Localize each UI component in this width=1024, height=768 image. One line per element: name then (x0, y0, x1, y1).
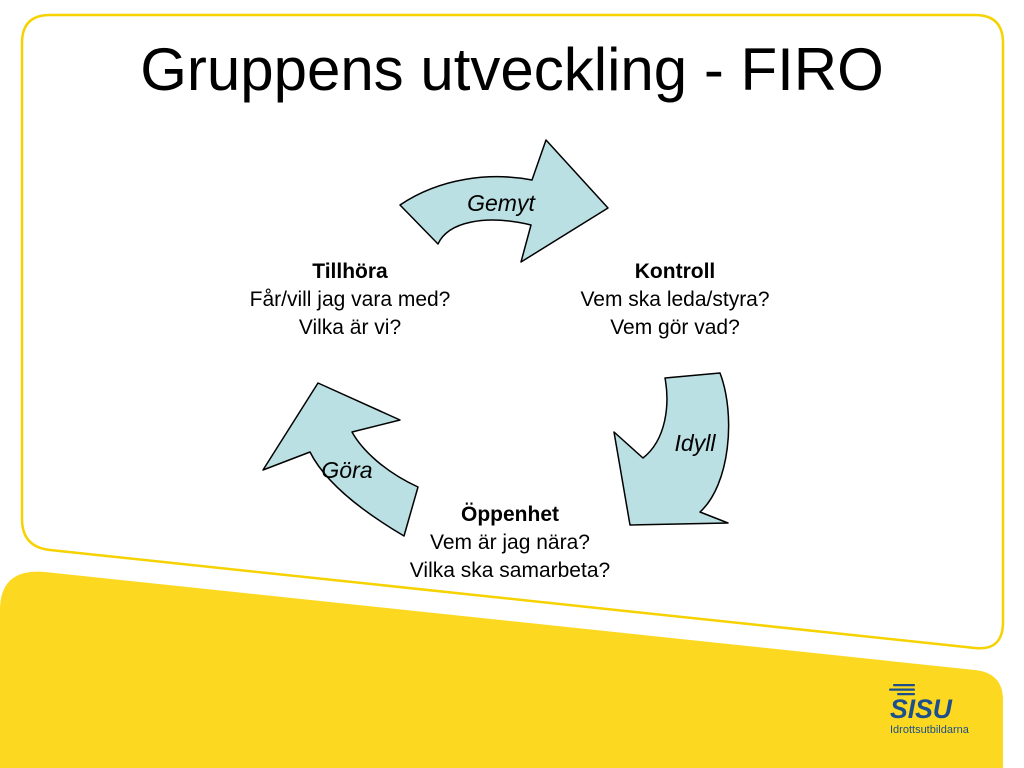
stage-heading: Tillhöra (312, 260, 388, 283)
logo-brand: SISU (890, 694, 953, 724)
stage-heading: Öppenhet (461, 503, 559, 526)
stage-line: Vem ska leda/styra? (580, 288, 770, 311)
arrow-idyll (613, 372, 730, 526)
stage-line: Vem gör vad? (610, 316, 740, 339)
arrow-gemyt (399, 139, 609, 263)
stage-heading: Kontroll (634, 260, 716, 283)
stage-line: Får/vill jag vara med? (249, 288, 451, 311)
arrow-label-gemyt: Gemyt (467, 190, 536, 216)
arrow-gora (262, 382, 419, 537)
logo-tagline: Idrottsutbildarna (890, 724, 970, 736)
stage-oppenhet: Öppenhet Vem är jag nära? Vilka ska sama… (360, 501, 660, 585)
stage-line: Vilka ska samarbeta? (409, 559, 611, 582)
stage-kontroll: Kontroll Vem ska leda/styra? Vem gör vad… (540, 258, 810, 342)
arrow-label-idyll: Idyll (675, 430, 717, 456)
arrow-label-gora: Göra (321, 457, 372, 483)
stage-line: Vilka är vi? (298, 316, 402, 339)
stage-tillhora: Tillhöra Får/vill jag vara med? Vilka är… (210, 258, 490, 342)
content-frame (20, 13, 1005, 650)
stage-line: Vem är jag nära? (430, 531, 590, 554)
page-title: Gruppens utveckling - FIRO (140, 36, 884, 103)
yellow-band (0, 571, 1003, 768)
logo-speed-lines-icon (889, 684, 915, 696)
